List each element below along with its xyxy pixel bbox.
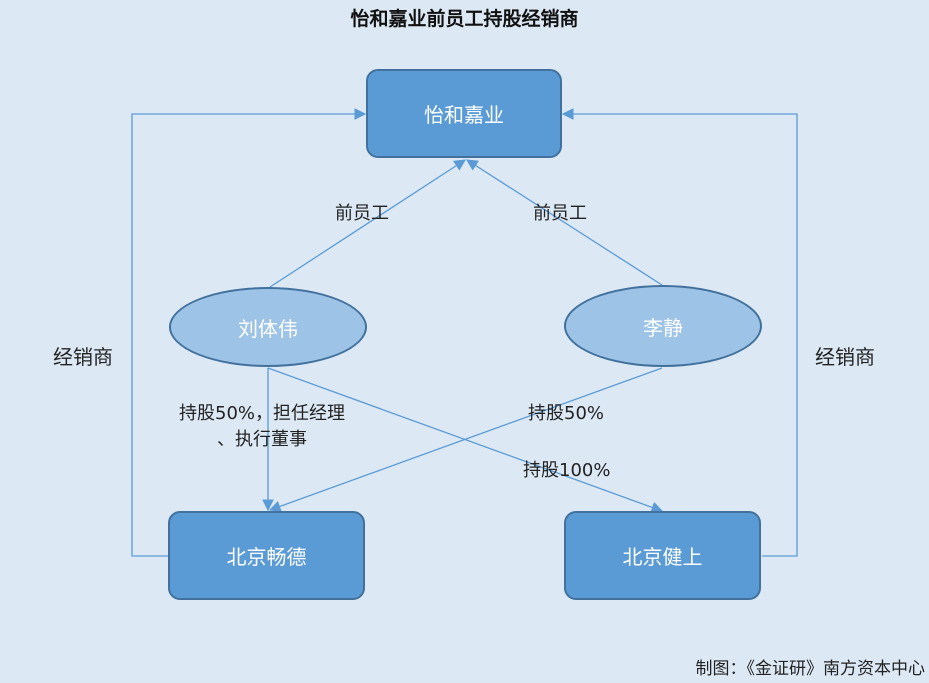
edge-label-jianshang-yihe: 经销商	[815, 345, 875, 369]
edge-li-to-yihe	[466, 159, 663, 286]
edge-label-liu-jianshang: 持股100%	[523, 460, 611, 481]
node-li: 李静	[564, 285, 762, 367]
edge-jianshang-to-yihe	[561, 108, 798, 557]
node-jianshang-label: 北京健上	[622, 545, 703, 569]
edge-label-li-changde: 持股50%	[528, 403, 605, 424]
page-title: 怡和嘉业前员工持股经销商	[350, 8, 579, 30]
edge-liu-to-yihe	[269, 159, 466, 288]
edge-label-liu-changde-line2: 、执行董事	[217, 429, 307, 450]
node-changde: 北京畅德	[168, 511, 365, 600]
edge-label-changde-yihe: 经销商	[53, 345, 113, 369]
node-yihe: 怡和嘉业	[366, 69, 562, 158]
node-li-label: 李静	[643, 315, 683, 340]
edge-changde-to-yihe	[131, 108, 367, 557]
node-liu-label: 刘体伟	[238, 316, 298, 341]
node-yihe-label: 怡和嘉业	[424, 103, 504, 127]
edge-label-liu-changde-line1: 持股50%，担任经理	[179, 403, 346, 424]
footer-credit: 制图：《金证研》南方资本中心	[695, 659, 926, 679]
edge-label-li-yihe: 前员工	[533, 203, 587, 224]
edge-label-liu-yihe: 前员工	[335, 203, 389, 224]
edge-liu-to-jianshang	[267, 367, 664, 513]
node-jianshang: 北京健上	[564, 511, 761, 600]
node-changde-label: 北京畅德	[226, 545, 307, 569]
edge-li-to-changde	[268, 367, 663, 512]
edge-label-liu-changde: 持股50%，担任经理 、执行董事	[179, 401, 345, 453]
node-liu: 刘体伟	[169, 287, 367, 367]
